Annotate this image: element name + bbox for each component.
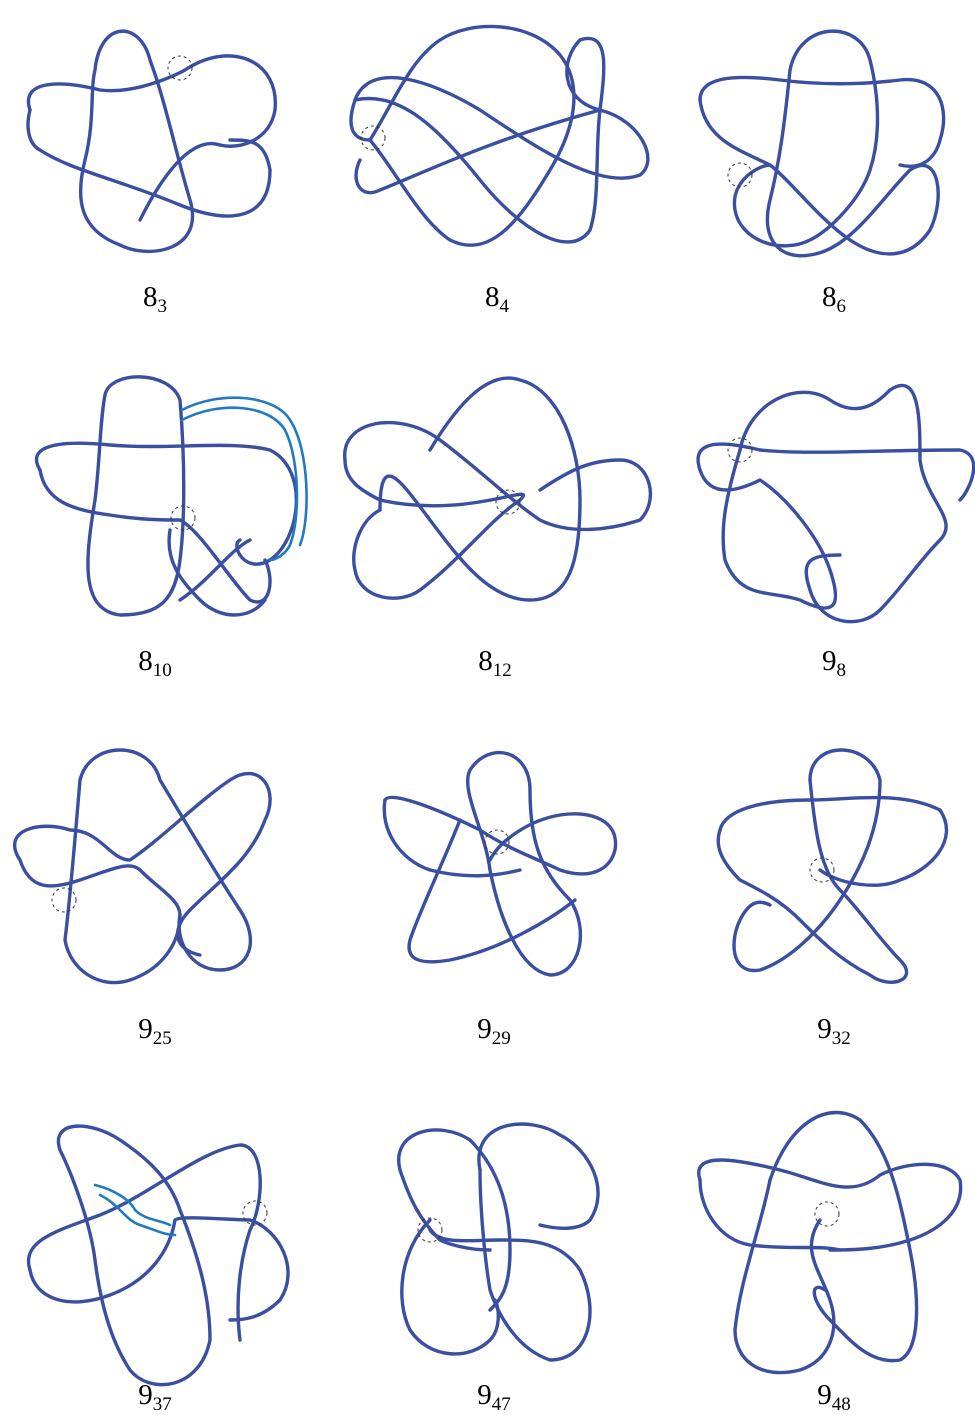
knot-8-4-diagram: [349, 24, 650, 247]
crossing-marker: [167, 55, 193, 81]
knot-label: 925: [138, 1013, 172, 1049]
crossing-marker: [727, 437, 753, 463]
knot-label: 812: [478, 645, 512, 681]
knot-9-48-diagram: [697, 1110, 963, 1375]
crossing-marker: [170, 505, 196, 531]
crossing-marker: [495, 489, 521, 515]
knot-label: 932: [817, 1013, 851, 1049]
crossing-marker: [360, 125, 386, 151]
knot-9-29-diagram: [382, 750, 618, 977]
crossing-marker: [242, 1200, 268, 1226]
knot-9-32-diagram: [716, 748, 948, 984]
knot-label: 83: [143, 281, 167, 317]
knot-9-47-diagram: [397, 1122, 600, 1362]
knot-8-6-diagram: [698, 29, 946, 258]
knot-label: 947: [477, 1379, 511, 1415]
crossing-marker: [51, 887, 77, 913]
knot-label: 810: [138, 645, 172, 681]
knot-8-3-diagram: [26, 29, 277, 254]
crossing-marker: [417, 1217, 443, 1243]
crossing-marker: [809, 857, 835, 883]
knot-label: 84: [485, 281, 509, 317]
crossing-marker: [484, 829, 510, 855]
crossing-marker: [727, 162, 753, 188]
crossing-marker: [814, 1201, 840, 1227]
knot-label: 948: [817, 1379, 851, 1415]
knot-9-37-diagram: [26, 1124, 290, 1387]
knot-9-8-diagram: [696, 383, 975, 624]
knot-label: 98: [822, 645, 846, 681]
knot-8-12-diagram: [343, 376, 652, 602]
knot-9-25-diagram: [12, 748, 272, 985]
knot-8-10-diagram: [34, 375, 308, 617]
knot-label: 86: [822, 281, 846, 317]
knot-label: 929: [477, 1013, 511, 1049]
knot-label: 937: [138, 1379, 172, 1415]
